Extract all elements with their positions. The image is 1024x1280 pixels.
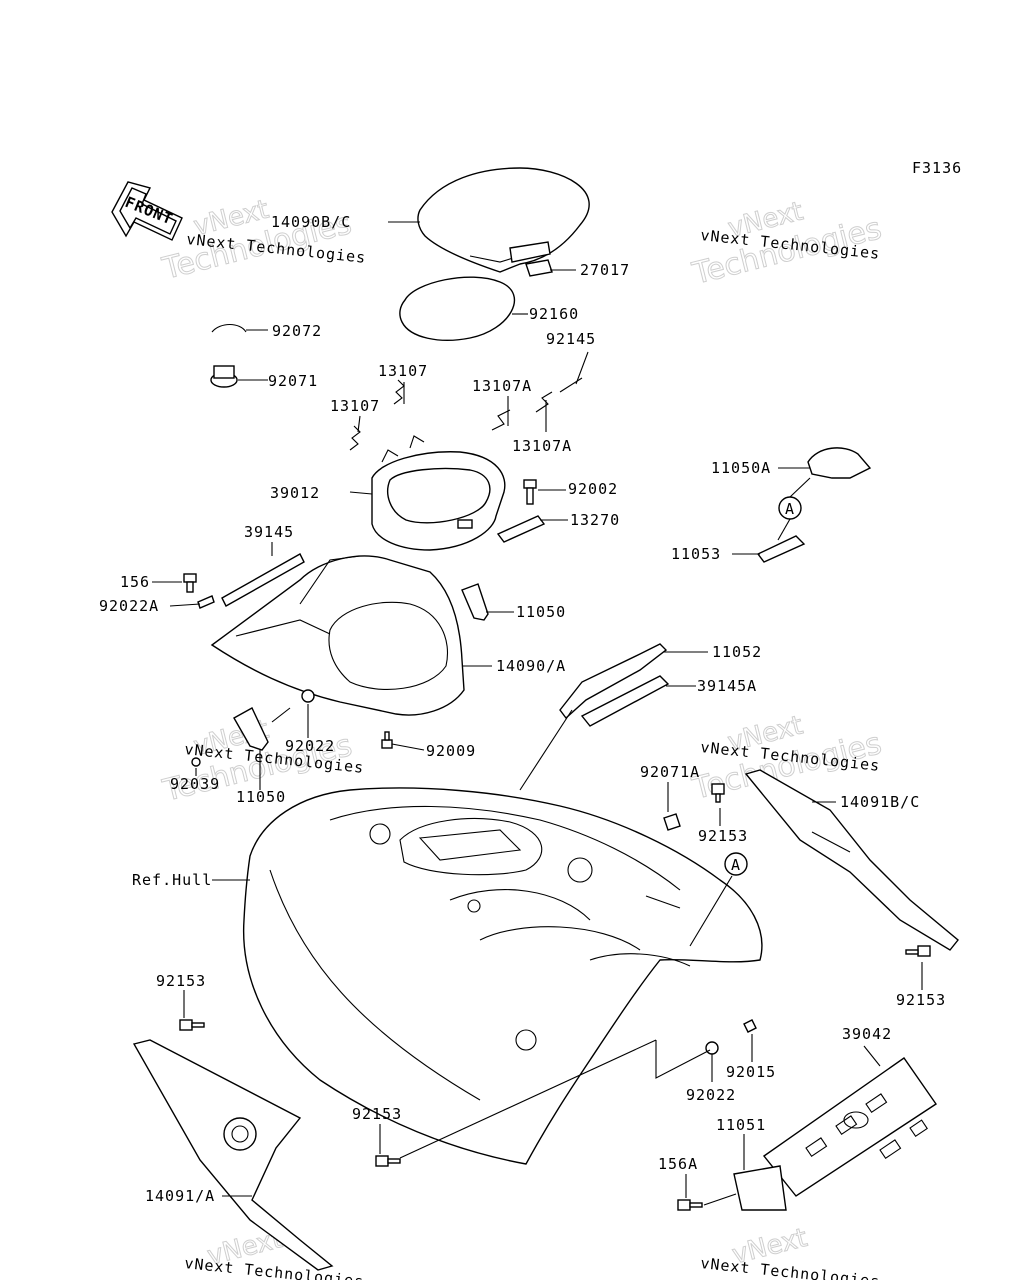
callout-39145A: 39145A — [697, 677, 757, 695]
callout-13107-lower: 13107 — [330, 397, 380, 415]
callout-92071A: 92071A — [640, 763, 700, 781]
bracket-part-11050A — [807, 447, 872, 479]
bracket-part-11050-left — [233, 707, 269, 751]
washer-part-92022-bottom — [705, 1041, 719, 1055]
callout-39012: 39012 — [270, 484, 320, 502]
spring-part-13107-right — [393, 379, 405, 405]
washer-part-92022A — [197, 595, 215, 609]
svg-text:A: A — [785, 500, 795, 518]
callout-14090BC: 14090B/C — [271, 213, 351, 231]
callout-92153-mid: 92153 — [698, 827, 748, 845]
seat-cover-part — [417, 167, 590, 273]
callout-92022A: 92022A — [99, 597, 159, 615]
callout-11052: 11052 — [712, 643, 762, 661]
side-cover-part-14091BC — [744, 769, 959, 951]
trim-strip-part-39145 — [221, 553, 305, 607]
storage-bucket-part — [371, 435, 506, 551]
callout-11051: 11051 — [716, 1116, 766, 1134]
leader-lines — [152, 221, 923, 1206]
callout-92072: 92072 — [272, 322, 322, 340]
callout-14091A: 14091/A — [145, 1187, 215, 1205]
callout-13270: 13270 — [570, 511, 620, 529]
callout-92022-bottom: 92022 — [686, 1086, 736, 1104]
callout-92160: 92160 — [529, 305, 579, 323]
reference-mark-lower: A — [724, 852, 748, 876]
bracket-part-11050-right — [461, 583, 489, 621]
pad-part-27017 — [525, 259, 553, 277]
hull-reference — [242, 787, 763, 1165]
bolt-part-92009 — [381, 731, 393, 749]
callout-14091BC: 14091B/C — [840, 793, 920, 811]
callout-156: 156 — [120, 573, 150, 591]
front-arrow-icon: FRONT — [111, 181, 183, 241]
callout-92002: 92002 — [568, 480, 618, 498]
cap-part-92071 — [210, 365, 238, 388]
svg-text:A: A — [731, 856, 741, 874]
gasket-part-92160 — [399, 276, 516, 341]
callout-92009: 92009 — [426, 742, 476, 760]
plate-part-13270 — [496, 515, 546, 543]
bolt-part-156A — [677, 1199, 703, 1211]
bracket-part-11052 — [559, 643, 668, 720]
bolt-part-156 — [183, 573, 197, 593]
plate-part-11051 — [733, 1165, 787, 1211]
screw-part-92153-left — [179, 1019, 205, 1031]
callout-92153-bottom: 92153 — [352, 1105, 402, 1123]
plate-part-39042 — [762, 1057, 937, 1197]
callout-11050-right: 11050 — [516, 603, 566, 621]
callout-92022-left: 92022 — [285, 737, 335, 755]
callout-92015: 92015 — [726, 1063, 776, 1081]
reference-mark-upper: A — [778, 496, 802, 520]
callout-13107A-lower: 13107A — [512, 437, 572, 455]
callout-labels: 14090B/C 27017 92160 92072 92071 92145 1… — [99, 213, 946, 1205]
clip-part-92039 — [191, 757, 201, 767]
trim-strip-part-39145A — [580, 675, 670, 727]
bolt-part-92002 — [523, 479, 537, 505]
plate-part-11053 — [756, 535, 806, 563]
watermark-top-left: vNext Technologies — [158, 194, 355, 287]
grommet-part-92071A — [663, 813, 681, 831]
callout-14090A: 14090/A — [496, 657, 566, 675]
callout-ref-hull: Ref.Hull — [132, 871, 212, 889]
side-cover-part-14091A — [132, 1039, 334, 1271]
spring-part-13107A-left — [491, 409, 511, 431]
callout-92071: 92071 — [268, 372, 318, 390]
seat-frame-part — [210, 555, 465, 716]
spring-part-13107A-right — [535, 391, 553, 413]
screw-part-92153-mid — [711, 783, 725, 803]
callout-11053: 11053 — [671, 545, 721, 563]
callout-13107-upper: 13107 — [378, 362, 428, 380]
figure-code: F3136 — [912, 159, 962, 177]
callout-92039: 92039 — [170, 775, 220, 793]
callout-13107A-upper: 13107A — [472, 377, 532, 395]
callout-27017: 27017 — [580, 261, 630, 279]
screw-part-92153-right — [905, 945, 931, 957]
watermark-caption-bottom-right: vNext Technologies — [700, 1254, 881, 1280]
callout-92153-right: 92153 — [896, 991, 946, 1009]
callout-92145: 92145 — [546, 330, 596, 348]
clamp-part-92072 — [211, 323, 247, 333]
watermark-caption-bottom-left: vNext Technologies — [184, 1254, 365, 1280]
callout-92153-left: 92153 — [156, 972, 206, 990]
nut-part-92015 — [743, 1019, 757, 1033]
callout-156A: 156A — [658, 1155, 698, 1173]
callout-11050A: 11050A — [711, 459, 771, 477]
callout-11050-left: 11050 — [236, 788, 286, 806]
washer-part-92022-left — [301, 689, 315, 703]
callout-39042: 39042 — [842, 1025, 892, 1043]
callout-39145: 39145 — [244, 523, 294, 541]
pin-part-92145 — [559, 377, 583, 393]
screw-part-92153-bottom — [375, 1155, 401, 1167]
